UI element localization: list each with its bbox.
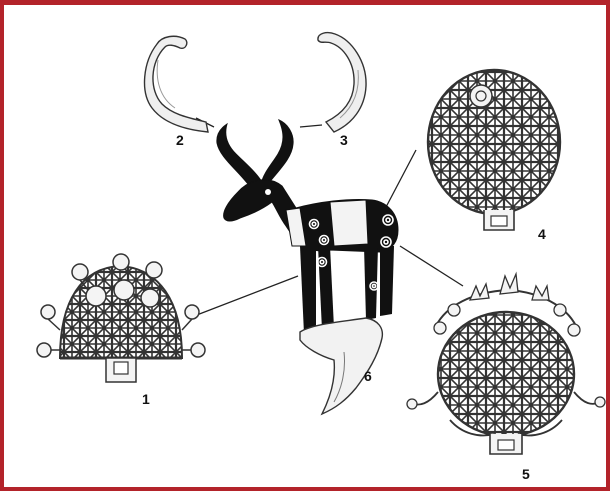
openwork-standard-1 bbox=[37, 254, 205, 382]
label-4: 4 bbox=[538, 227, 546, 241]
openwork-disc-5 bbox=[407, 274, 605, 454]
label-3: 3 bbox=[340, 133, 348, 147]
label-1: 1 bbox=[142, 392, 150, 406]
horn-left-2 bbox=[145, 36, 208, 132]
horn-right-3 bbox=[318, 33, 366, 132]
label-5: 5 bbox=[522, 467, 530, 481]
openwork-disc-4 bbox=[428, 70, 560, 230]
label-6: 6 bbox=[364, 369, 372, 383]
label-2: 2 bbox=[176, 133, 184, 147]
illustration-canvas bbox=[4, 5, 606, 487]
